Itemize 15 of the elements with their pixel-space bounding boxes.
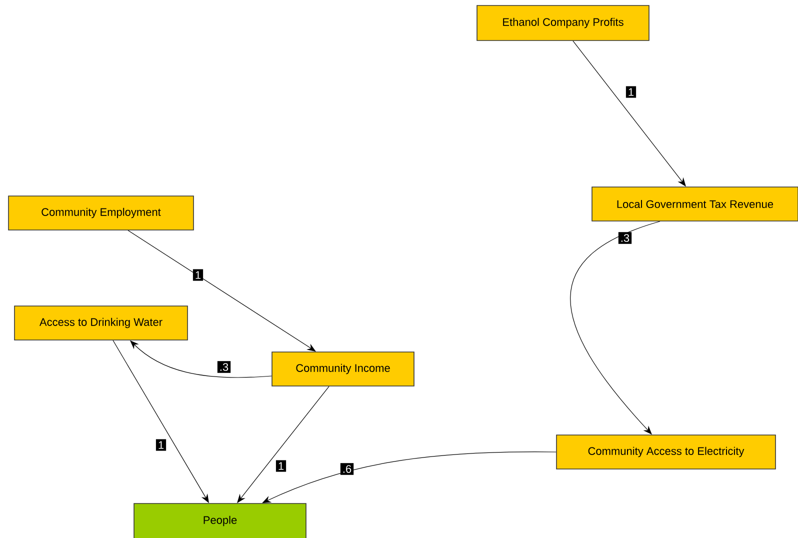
edge-label: .3 xyxy=(618,232,632,244)
edge-label: .3 xyxy=(217,361,231,373)
arrow xyxy=(262,452,556,504)
process-box: Community Employment xyxy=(8,196,194,230)
edge-label: 1 xyxy=(626,86,636,98)
edge-label: .6 xyxy=(340,463,354,475)
process-box: Community Income xyxy=(272,352,414,386)
process-box: Ethanol Company Profits xyxy=(476,5,650,41)
process-box: Local Government Tax Revenue xyxy=(592,186,798,222)
edge-label: 1 xyxy=(192,269,204,281)
target-box: People xyxy=(134,503,306,538)
process-box: Access to Drinking Water xyxy=(14,306,188,340)
process-box: Community Access to Electricity xyxy=(556,434,776,470)
edge-label: 1 xyxy=(156,439,166,451)
edge-label: 1 xyxy=(276,460,286,472)
